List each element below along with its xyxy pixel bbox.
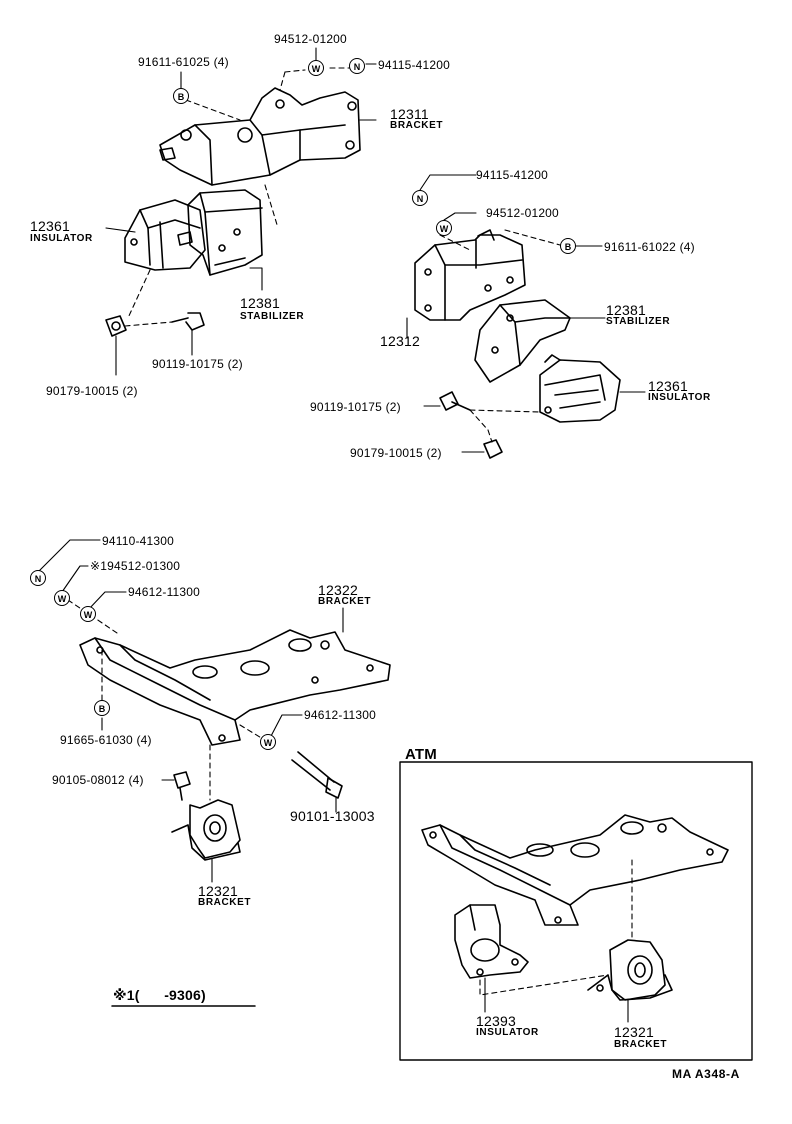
atm-box-frame: [399, 761, 753, 1061]
insulator-12361-drawing: [124, 199, 206, 271]
washer-symbol-bl1: W: [54, 590, 70, 606]
fasteners-bottom-left: [173, 751, 343, 801]
label-12322: 12322: [318, 582, 358, 598]
label-94512-01200-tl: 94512-01200: [274, 32, 347, 46]
stabilizer-12381-drawing: [187, 189, 263, 276]
label-90119-10175-tr: 90119-10175 (2): [310, 400, 401, 414]
stabilizer-12381-right-drawing: [474, 299, 571, 383]
label-12321-atm: 12321: [614, 1024, 654, 1040]
label-12393: 12393: [476, 1013, 516, 1029]
label-94612-11300-a: 94612-11300: [128, 585, 201, 599]
nut-symbol-bl: N: [30, 570, 46, 586]
label-12381-tl: 12381: [240, 295, 280, 311]
atm-insulator-12393-drawing: [454, 904, 529, 979]
label-91611-61025: 91611-61025 (4): [138, 55, 229, 69]
label-91611-61022: 91611-61022 (4): [604, 240, 695, 254]
leader-lines-top-right: [406, 174, 646, 453]
label-94512-01200-tr: 94512-01200: [486, 206, 559, 220]
leader-lines-top-left: [105, 47, 377, 376]
label-90119-10175-tl: 90119-10175 (2): [152, 357, 243, 371]
bracket-12321-drawing: [171, 799, 241, 861]
label-90105-08012: 90105-08012 (4): [52, 773, 144, 787]
nut-symbol-tr: N: [412, 190, 428, 206]
washer-symbol-bl2: W: [80, 606, 96, 622]
crossmember-12322-drawing: [79, 629, 391, 746]
label-94110-41300: 94110-41300: [102, 534, 175, 548]
atm-crossmember-drawing: [421, 814, 729, 926]
atm-bracket-12321-drawing: [587, 939, 673, 1001]
label-94612-11300-b: 94612-11300: [304, 708, 377, 722]
label-12322-name: BRACKET: [318, 596, 372, 607]
washer-symbol-tl: W: [308, 60, 324, 76]
label-12381-tr: 12381: [606, 302, 646, 318]
label-12361-tr-name: INSULATOR: [648, 392, 711, 403]
bolt-symbol-tl: B: [173, 88, 189, 104]
leader-lines-atm: [484, 977, 629, 1023]
label-12321-bl: 12321: [198, 883, 238, 899]
label-194512-01300: ※194512-01300: [90, 559, 181, 573]
fasteners-top-left: [105, 312, 205, 337]
nut-symbol-tl: N: [349, 58, 365, 74]
leader-dashes-top-right: [439, 229, 561, 443]
washer-symbol-tr: W: [436, 220, 452, 236]
label-94115-41200-tr: 94115-41200: [476, 168, 549, 182]
leader-lines-bottom-left: [37, 539, 344, 883]
leader-dashes-top-left: [124, 67, 351, 327]
label-12321-atm-name: BRACKET: [614, 1039, 668, 1050]
label-90179-10015-tl: 90179-10015 (2): [46, 384, 138, 398]
label-12381-tl-name: STABILIZER: [240, 311, 305, 322]
fasteners-top-right: [439, 391, 503, 459]
atm-label: ATM: [405, 746, 437, 763]
label-94115-41200-tl: 94115-41200: [378, 58, 451, 72]
label-12321-bl-name: BRACKET: [198, 897, 252, 908]
bracket-12312-drawing: [414, 229, 526, 321]
bolt-symbol-bl: B: [94, 700, 110, 716]
label-12381-tr-name: STABILIZER: [606, 316, 671, 327]
label-12361-tl-name: INSULATOR: [30, 233, 93, 244]
label-90101-13003: 90101-13003: [290, 808, 375, 824]
label-90179-10015-tr: 90179-10015 (2): [350, 446, 442, 460]
label-91665-61030: 91665-61030 (4): [60, 733, 152, 747]
footnote: ※1( -9306): [113, 987, 206, 1003]
figure-code: MA A348-A: [672, 1067, 740, 1081]
bolt-symbol-tr: B: [560, 238, 576, 254]
washer-symbol-bl3: W: [260, 734, 276, 750]
label-12312: 12312: [380, 333, 420, 349]
label-12361-tl: 12361: [30, 218, 70, 234]
label-12311: 12311: [390, 106, 429, 122]
insulator-12361-right-drawing: [539, 354, 621, 423]
bracket-12311-drawing: [159, 87, 361, 186]
label-12393-name: INSULATOR: [476, 1027, 539, 1038]
label-12361-tr: 12361: [648, 378, 688, 394]
leader-dashes-atm: [479, 859, 633, 996]
label-12311-name: BRACKET: [390, 120, 444, 131]
